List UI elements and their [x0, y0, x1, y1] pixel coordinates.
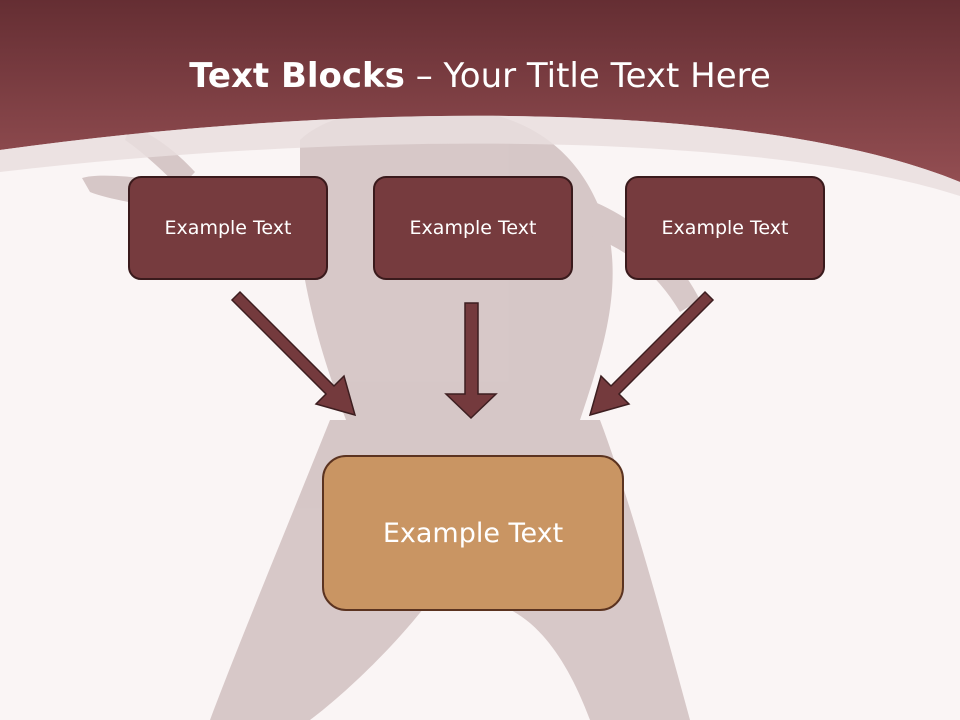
text-block-3-label: Example Text	[661, 217, 789, 239]
text-block-1-label: Example Text	[164, 217, 292, 239]
header-swoosh	[0, 115, 960, 196]
arrow-center-down	[444, 302, 498, 420]
slide-title: Text Blocks – Your Title Text Here	[0, 50, 960, 102]
text-block-result-label: Example Text	[382, 517, 564, 549]
text-block-2-label: Example Text	[409, 217, 537, 239]
title-rest-part: Your Title Text Here	[443, 56, 771, 96]
title-dash: –	[404, 56, 444, 96]
arrow-left-diagonal	[230, 290, 357, 417]
text-block-2[interactable]: Example Text	[373, 176, 573, 280]
header-band	[0, 0, 960, 182]
text-block-1[interactable]: Example Text	[128, 176, 328, 280]
arrow-right-diagonal	[588, 290, 715, 417]
title-bold-part: Text Blocks	[189, 56, 405, 96]
text-block-3[interactable]: Example Text	[625, 176, 825, 280]
text-block-result[interactable]: Example Text	[322, 455, 624, 611]
